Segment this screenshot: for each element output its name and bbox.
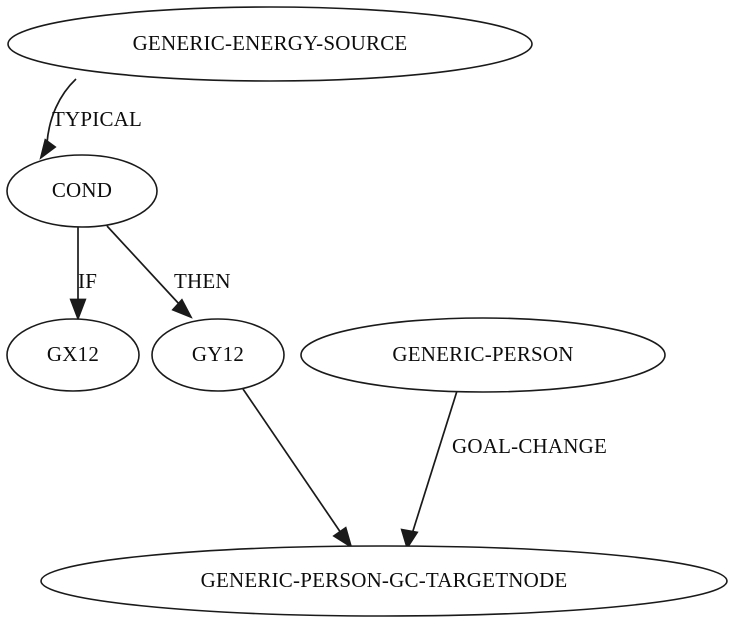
node-gx12-ellipse — [6, 318, 140, 392]
edge-gy12-target[interactable] — [242, 388, 353, 549]
node-gy12-label: GY12 — [192, 342, 244, 366]
edge-typical-arrowhead — [39, 138, 57, 160]
node-cond-label: COND — [52, 178, 112, 202]
node-generic-energy-source-label: GENERIC-ENERGY-SOURCE — [133, 31, 408, 55]
edge-if-label: IF — [78, 269, 97, 293]
node-gx12-label: GX12 — [47, 342, 99, 366]
node-generic-person-gc-targetnode[interactable]: GENERIC-PERSON-GC-TARGETNODE — [40, 545, 728, 617]
node-generic-person-gc-targetnode-label: GENERIC-PERSON-GC-TARGETNODE — [201, 568, 568, 592]
edge-then-label: THEN — [174, 269, 231, 293]
edge-goal-change-arrowhead — [400, 528, 419, 550]
node-generic-person-label: GENERIC-PERSON — [392, 342, 573, 366]
node-cond-ellipse — [6, 154, 158, 228]
edge-typical[interactable]: TYPICAL — [39, 78, 142, 160]
node-gx12[interactable]: GX12 — [6, 318, 140, 392]
edge-goal-change[interactable]: GOAL-CHANGE — [400, 390, 607, 550]
edge-then[interactable]: THEN — [106, 225, 231, 319]
node-generic-energy-source[interactable]: GENERIC-ENERGY-SOURCE — [7, 6, 533, 82]
edge-typical-line — [46, 78, 77, 144]
edge-if-arrowhead — [69, 298, 87, 321]
edge-if[interactable]: IF — [69, 227, 97, 321]
edge-then-arrowhead — [171, 298, 193, 319]
node-generic-person-ellipse — [300, 317, 666, 393]
edge-goal-change-line — [411, 390, 458, 535]
node-gy12-ellipse — [151, 318, 285, 392]
edge-goal-change-label: GOAL-CHANGE — [452, 434, 607, 458]
node-gy12[interactable]: GY12 — [151, 318, 285, 392]
edge-then-line — [106, 225, 181, 306]
node-generic-person[interactable]: GENERIC-PERSON — [300, 317, 666, 393]
node-generic-energy-source-ellipse — [7, 6, 533, 82]
node-cond[interactable]: COND — [6, 154, 158, 228]
edge-typical-label: TYPICAL — [52, 107, 142, 131]
node-generic-person-gc-targetnode-ellipse — [40, 545, 728, 617]
edge-gy12-target-arrowhead — [332, 526, 353, 549]
edge-gy12-target-line — [242, 388, 342, 534]
